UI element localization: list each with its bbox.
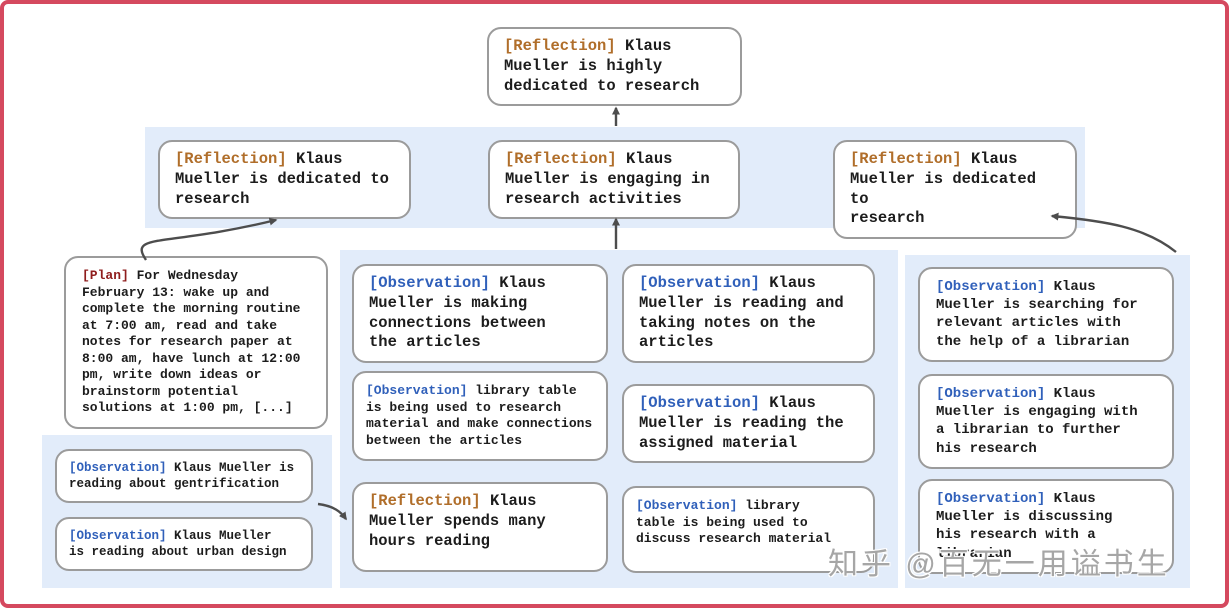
node-reflection-left: [Reflection]Klaus Mueller is dedicated t… — [158, 140, 411, 220]
node-text: Klaus Mueller is reading and taking note… — [639, 274, 844, 352]
node-text: Klaus Mueller is engaging in research ac… — [505, 150, 710, 208]
node-observation-gentrification: [Observation]Klaus Mueller is reading ab… — [55, 449, 313, 503]
node-observation-searching: [Observation]Klaus Mueller is searching … — [918, 267, 1174, 362]
node-tag: [Observation] — [366, 383, 468, 398]
node-tag: [Observation] — [69, 461, 167, 475]
node-observation-connections: [Observation]Klaus Mueller is making con… — [352, 264, 608, 364]
node-text: Klaus Mueller is reading about gentrific… — [69, 461, 295, 491]
node-root-reflection: [Reflection]Klaus Mueller is highly dedi… — [487, 27, 742, 107]
node-text: Klaus Mueller is engaging with a librari… — [936, 386, 1138, 457]
node-tag: [Observation] — [69, 529, 167, 543]
node-reflection-right: [Reflection]Klaus Mueller is dedicated t… — [833, 140, 1077, 240]
node-observation-library-research: [Observation]library table is being used… — [352, 371, 608, 461]
node-tag: [Reflection] — [369, 492, 481, 510]
node-observation-urban-design: [Observation]Klaus Mueller is reading ab… — [55, 517, 313, 571]
node-text: Klaus Mueller is searching for relevant … — [936, 279, 1138, 350]
node-tag: [Observation] — [639, 274, 760, 292]
node-tag: [Reflection] — [504, 37, 616, 55]
node-text: For Wednesday February 13: wake up and c… — [82, 268, 301, 415]
node-text: Klaus Mueller is reading the assigned ma… — [639, 394, 844, 452]
node-tag: [Observation] — [636, 498, 738, 513]
node-tag: [Plan] — [82, 268, 129, 283]
node-tag: [Observation] — [936, 279, 1046, 295]
node-text: Klaus Mueller spends many hours reading — [369, 492, 546, 550]
node-tag: [Observation] — [936, 386, 1046, 402]
node-text: Klaus Mueller is dedicated to research — [175, 150, 389, 208]
node-text: Klaus Mueller is dedicated to research — [850, 150, 1037, 228]
node-observation-taking-notes: [Observation]Klaus Mueller is reading an… — [622, 264, 875, 364]
node-tag: [Reflection] — [505, 150, 617, 168]
node-text: library table is being used to discuss r… — [636, 498, 832, 546]
node-text: library table is being used to research … — [366, 383, 593, 448]
node-observation-discussing: [Observation]Klaus Mueller is discussing… — [918, 479, 1174, 574]
node-tag: [Observation] — [936, 491, 1046, 507]
node-tag: [Reflection] — [850, 150, 962, 168]
node-reflection-hours: [Reflection]Klaus Mueller spends many ho… — [352, 482, 608, 572]
node-tag: [Observation] — [369, 274, 490, 292]
node-tag: [Observation] — [639, 394, 760, 412]
node-tag: [Reflection] — [175, 150, 287, 168]
node-plan: [Plan]For Wednesday February 13: wake up… — [64, 256, 328, 429]
node-text: Klaus Mueller is making connections betw… — [369, 274, 546, 352]
node-observation-assigned-material: [Observation]Klaus Mueller is reading th… — [622, 384, 875, 464]
node-text: Klaus Mueller is discussing his research… — [936, 491, 1113, 562]
node-reflection-mid: [Reflection]Klaus Mueller is engaging in… — [488, 140, 740, 220]
node-observation-engaging-librarian: [Observation]Klaus Mueller is engaging w… — [918, 374, 1174, 469]
node-observation-library-discuss: [Observation]library table is being used… — [622, 486, 875, 573]
node-text: Klaus Mueller is reading about urban des… — [69, 529, 287, 559]
zhihu-watermark: 知乎 @百无一用谥书生 — [828, 548, 1170, 581]
node-text: Klaus Mueller is highly dedicated to res… — [504, 37, 700, 95]
